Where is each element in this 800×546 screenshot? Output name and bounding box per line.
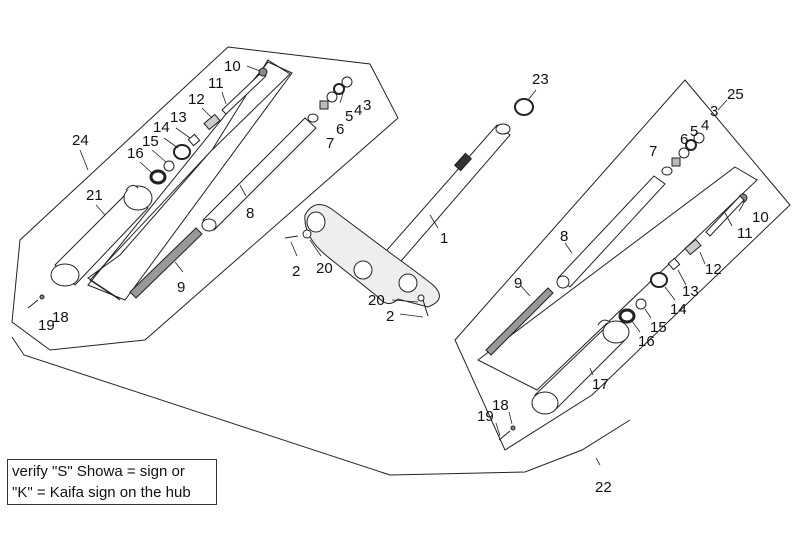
part-9-spring-left (129, 227, 203, 299)
part-20-washer-right (417, 294, 425, 302)
label-12: 12 (188, 91, 205, 108)
part-2-bolt-right (422, 299, 429, 317)
label-13: 13 (170, 109, 187, 126)
note-line-2: "K" = Kaifa sign on the hub (12, 484, 191, 501)
part-10-cap-left (258, 67, 268, 77)
part-23-seal (514, 98, 534, 116)
label-20: 20 (368, 292, 385, 309)
label-8: 8 (560, 228, 568, 245)
label-12: 12 (705, 261, 722, 278)
group-outline-right-25 (454, 79, 791, 451)
part-16-ring-left (149, 169, 167, 185)
part-3-left (341, 76, 353, 88)
part-12-spring-left (203, 113, 221, 131)
label-19: 19 (477, 408, 494, 425)
note-box: verify "S" Showa = sign or "K" = Kaifa s… (7, 459, 217, 505)
label-21: 21 (86, 187, 103, 204)
part-18-washer-right (510, 425, 516, 431)
label-2: 2 (292, 263, 300, 280)
label-3: 3 (710, 103, 718, 120)
label-14: 14 (153, 119, 170, 136)
part-9-spring-right (485, 287, 554, 356)
label-9: 9 (514, 275, 522, 292)
label-7: 7 (326, 135, 334, 152)
part-2-bolt-left (284, 235, 299, 239)
part-6-left (319, 100, 329, 110)
part-16-ring-right (618, 308, 636, 324)
part-13-bush-right (667, 257, 681, 271)
label-4: 4 (354, 102, 362, 119)
part-15-washer-right (635, 298, 647, 310)
part-triple-clamp (304, 204, 440, 308)
label-5: 5 (345, 108, 353, 125)
part-21-fork-leg-left (50, 184, 153, 287)
note-line-1: verify "S" Showa = sign or (12, 463, 185, 480)
group-outline-left-24 (11, 46, 399, 351)
label-11: 11 (208, 75, 224, 92)
part-12-spring-right (684, 238, 702, 256)
label-6: 6 (680, 131, 688, 148)
label-15: 15 (650, 319, 667, 336)
inner-outline-left-box (87, 61, 293, 301)
part-15-washer-left (163, 160, 175, 172)
label-3: 3 (363, 97, 371, 114)
part-14-seal-right (650, 272, 668, 288)
part-11-rod-right (705, 195, 745, 237)
label-25: 25 (727, 86, 744, 103)
inner-outline-left (87, 59, 291, 301)
label-13: 13 (682, 283, 699, 300)
label-15: 15 (142, 133, 159, 150)
leader-lines (79, 65, 746, 466)
label-8: 8 (246, 205, 254, 222)
part-4-left (333, 83, 345, 95)
label-11: 11 (737, 225, 753, 242)
part-19-screw-right (498, 430, 511, 441)
label-18: 18 (52, 309, 69, 326)
assembly-outline-22 (11, 336, 631, 476)
label-16: 16 (638, 333, 655, 350)
label-4: 4 (701, 117, 709, 134)
part-18-washer-left (39, 294, 45, 300)
part-7-right (661, 166, 673, 176)
inner-outline-right-box (477, 166, 758, 391)
label-10: 10 (224, 58, 241, 75)
part-7-left (307, 113, 319, 123)
label-6: 6 (336, 121, 344, 138)
part-8-tube-left (202, 117, 317, 231)
label-1: 1 (440, 230, 448, 247)
part-19-screw-left (27, 299, 39, 309)
part-14-seal-left (173, 144, 191, 160)
part-5-left (326, 91, 338, 103)
part-11-rod-left (221, 71, 267, 115)
label-7: 7 (649, 143, 657, 160)
part-5-right (678, 147, 690, 159)
label-18: 18 (492, 397, 509, 414)
label-23: 23 (532, 71, 549, 88)
part-17-fork-leg-right (531, 319, 630, 415)
label-16: 16 (127, 145, 144, 162)
label-20: 20 (316, 260, 333, 277)
label-17: 17 (592, 376, 609, 393)
label-19: 19 (38, 317, 55, 334)
label-22: 22 (595, 479, 612, 496)
label-24: 24 (72, 132, 89, 149)
label-2: 2 (386, 308, 394, 325)
part-4-right (685, 139, 697, 151)
part-6-right (671, 157, 681, 167)
label-14: 14 (670, 301, 687, 318)
label-9: 9 (177, 279, 185, 296)
part-13-bush-left (187, 133, 201, 147)
label-10: 10 (752, 209, 769, 226)
part-3-right (693, 132, 705, 144)
part-20-washer-left (302, 229, 312, 239)
label-5: 5 (690, 123, 698, 140)
